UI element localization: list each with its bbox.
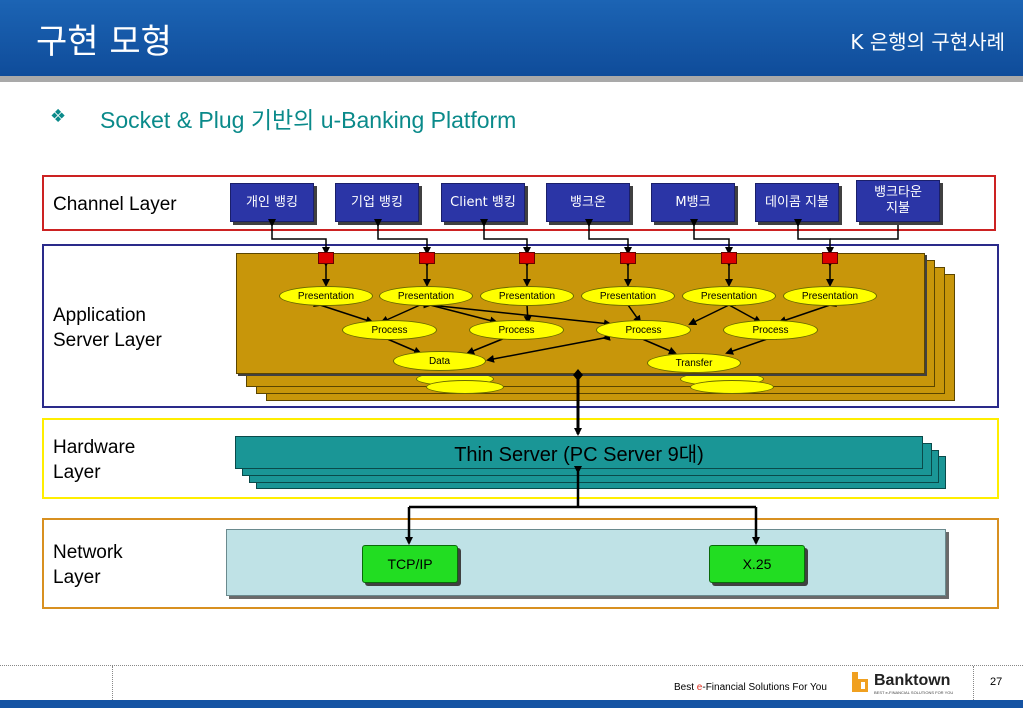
pres-proc-1 [313, 299, 374, 324]
proc-transfer-2 [725, 332, 777, 355]
proc-transfer-1 [632, 331, 677, 355]
page-number: 27 [990, 676, 1003, 688]
channel-link-5 [690, 219, 733, 255]
network-panel [226, 529, 946, 596]
socket-port-3 [519, 252, 535, 264]
channel-link-2 [374, 219, 431, 255]
footer-separator-right [973, 666, 974, 700]
channel-link-4 [585, 219, 632, 255]
footer-bar [0, 700, 1023, 708]
presentation-node-4: Presentation [581, 286, 675, 306]
presentation-node-2: Presentation [379, 286, 473, 306]
section-heading: Socket & Plug 기반의 u-Banking Platform [100, 107, 517, 133]
banktown-logo-text: Banktown [874, 672, 951, 689]
presentation-node-6: Presentation [783, 286, 877, 306]
footer-separator-left [112, 666, 113, 700]
data-node: Data [393, 351, 486, 371]
heading-bullet-icon: ❖ [50, 106, 67, 127]
transfer-node: Transfer [647, 353, 741, 373]
hardware-layer-label: Hardware Layer [53, 437, 136, 483]
channel-button-dacom-payment[interactable]: 데이콤 지불 [755, 183, 839, 222]
socket-port-1 [318, 252, 334, 264]
channel-button-banktown-payment[interactable]: 뱅크타운 지불 [856, 180, 940, 222]
header-bar [0, 0, 1023, 76]
process-node-4: Process [723, 320, 818, 340]
socket-port-6 [822, 252, 838, 264]
proc-data-1 [377, 331, 422, 355]
pres-proc-9 [778, 299, 837, 324]
pres-proc-5 [522, 298, 532, 324]
application-layer-label: Application Server Layer [53, 305, 162, 351]
pres-proc-3 [423, 299, 498, 325]
channel-link-7 [830, 225, 899, 240]
presentation-node-1: Presentation [279, 286, 373, 306]
x25-button[interactable]: X.25 [709, 545, 805, 583]
channel-button-m-bank[interactable]: M뱅크 [651, 183, 735, 222]
socket-port-4 [620, 252, 636, 264]
data-node-shadow-2 [426, 380, 504, 394]
proc-data-3 [486, 332, 611, 363]
footer-divider [0, 665, 1023, 666]
presentation-node-5: Presentation [682, 286, 776, 306]
pres-proc-7 [688, 298, 737, 325]
channel-link-6 [794, 219, 834, 255]
thin-server-label: Thin Server (PC Server 9대) [454, 444, 704, 466]
pres-proc-8 [721, 298, 762, 323]
banktown-logo-tagline: BEST e-FINANCIAL SOLUTIONS FOR YOU [874, 690, 954, 695]
thin-server-panel: Thin Server (PC Server 9대) [235, 436, 923, 469]
footer-slogan: Best e-Financial Solutions For You [674, 682, 827, 693]
channel-layer-label: Channel Layer [53, 194, 177, 215]
socket-port-5 [721, 252, 737, 264]
socket-port-2 [419, 252, 435, 264]
page-subtitle: K 은행의 구현사례 [850, 30, 1005, 54]
presentation-node-3: Presentation [480, 286, 574, 306]
process-node-1: Process [342, 320, 437, 340]
junction-diamond [573, 369, 583, 381]
pres-proc-4 [423, 300, 612, 328]
channel-button-client-banking[interactable]: Client 뱅킹 [441, 183, 525, 222]
proc-data-2 [466, 332, 513, 355]
channel-link-1 [268, 219, 330, 255]
channel-link-3 [480, 219, 531, 255]
banktown-logo-icon [852, 672, 868, 692]
process-node-2: Process [469, 320, 564, 340]
network-layer-label: Network Layer [53, 542, 123, 588]
header-underline [0, 76, 1023, 82]
hardware-layer-box [42, 418, 999, 499]
tcp-ip-button[interactable]: TCP/IP [362, 545, 458, 583]
transfer-node-shadow-2 [690, 380, 774, 394]
channel-button-personal-banking[interactable]: 개인 뱅킹 [230, 183, 314, 222]
network-layer-box [42, 518, 999, 609]
page-title: 구현 모형 [36, 22, 172, 62]
channel-button-corporate-banking[interactable]: 기업 뱅킹 [335, 183, 419, 222]
process-node-3: Process [596, 320, 691, 340]
